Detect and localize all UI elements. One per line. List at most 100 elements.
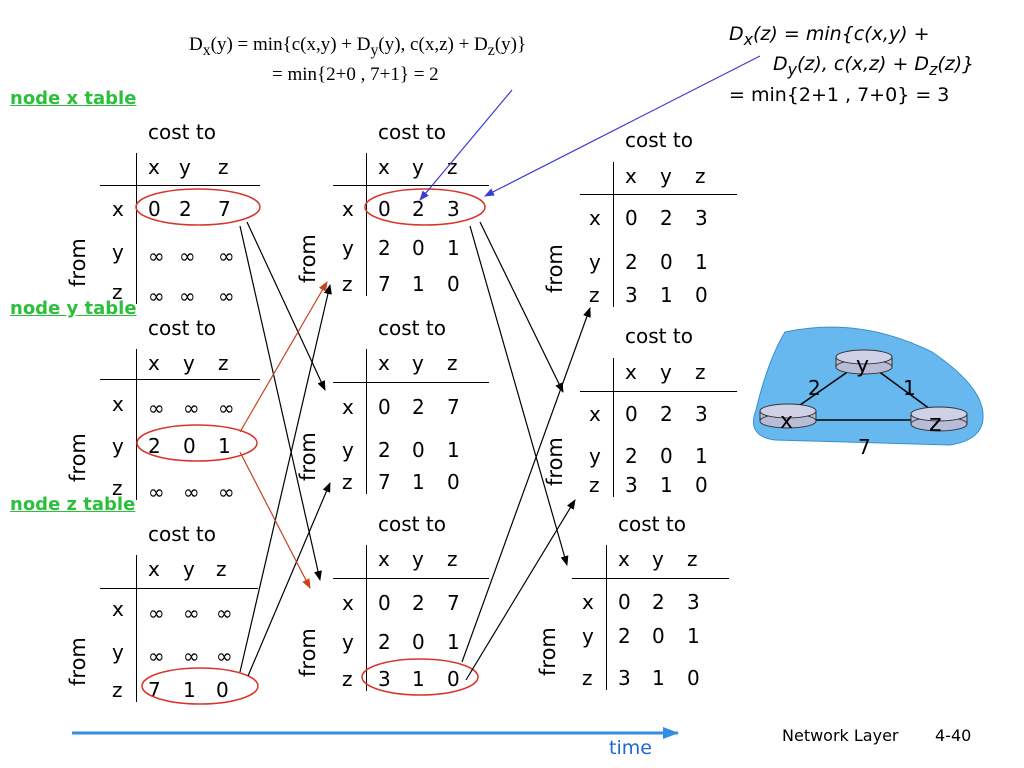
table-cell: 0 bbox=[625, 206, 638, 230]
column-header-z: z bbox=[218, 155, 229, 179]
table-cell: ∞ bbox=[148, 601, 165, 625]
table-cell: 0 bbox=[378, 591, 391, 615]
arrow-z2-to-x3 bbox=[461, 307, 591, 663]
table-cell: ∞ bbox=[179, 284, 196, 308]
row-label-z: z bbox=[112, 280, 123, 304]
row-label-z: z bbox=[589, 473, 600, 497]
table-horizontal-line bbox=[333, 578, 489, 579]
router-x-icon bbox=[759, 403, 817, 429]
column-header-z: z bbox=[216, 557, 227, 581]
column-header-y: y bbox=[652, 547, 664, 571]
table-cell: 0 bbox=[412, 236, 425, 260]
table-horizontal-line bbox=[100, 588, 258, 589]
table-vertical-line bbox=[366, 545, 367, 691]
table-cell: 3 bbox=[378, 667, 391, 691]
table-cell: 1 bbox=[660, 283, 673, 307]
table-cell: 7 bbox=[378, 470, 391, 494]
table-cell: ∞ bbox=[148, 396, 165, 420]
arrow-x2-to-y3 bbox=[479, 221, 564, 393]
table-cell: 0 bbox=[447, 470, 460, 494]
row-label-x: x bbox=[112, 392, 124, 416]
row-label-z: z bbox=[582, 666, 593, 690]
row-label-z: z bbox=[112, 476, 123, 500]
table-cell: 0 bbox=[447, 667, 460, 691]
table-cell: 1 bbox=[687, 624, 700, 648]
node-y-label: y bbox=[856, 353, 869, 378]
footer-title: Network Layer bbox=[782, 726, 899, 745]
table-cell: 3 bbox=[625, 283, 638, 307]
table-cell: 2 bbox=[412, 197, 425, 221]
table-cell: ∞ bbox=[218, 284, 235, 308]
column-header-x: x bbox=[378, 155, 390, 179]
table-cell: 1 bbox=[412, 667, 425, 691]
table-cell: 0 bbox=[687, 666, 700, 690]
column-header-x: x bbox=[625, 360, 637, 384]
cost-to-label: cost to bbox=[378, 512, 446, 536]
table-cell: 2 bbox=[378, 236, 391, 260]
equation-dy-line1: Dx(y) = min{c(x,y) + Dy(y), c(x,z) + Dz(… bbox=[189, 34, 527, 59]
column-header-x: x bbox=[148, 351, 160, 375]
edge-x-y-cost: 2 bbox=[808, 376, 821, 400]
table-cell: 0 bbox=[378, 197, 391, 221]
circle-x1-row bbox=[135, 188, 261, 226]
table-cell: 0 bbox=[447, 272, 460, 296]
table-cell: ∞ bbox=[183, 396, 200, 420]
table-cell: 7 bbox=[447, 395, 460, 419]
table-cell: 2 bbox=[179, 197, 192, 221]
column-header-x: x bbox=[378, 547, 390, 571]
table-vertical-line bbox=[136, 555, 137, 702]
row-label-y: y bbox=[342, 438, 354, 462]
edge-y-z bbox=[873, 367, 935, 413]
cost-to-label: cost to bbox=[148, 120, 216, 144]
table-cell: ∞ bbox=[183, 601, 200, 625]
table-cell: 2 bbox=[625, 250, 638, 274]
column-header-x: x bbox=[618, 547, 630, 571]
table-cell: 0 bbox=[183, 434, 196, 458]
arrow-z1-to-y2 bbox=[247, 482, 331, 677]
row-label-x: x bbox=[342, 395, 354, 419]
node-y-table-label: node y table bbox=[10, 298, 137, 319]
table-cell: 1 bbox=[660, 473, 673, 497]
row-label-y: y bbox=[112, 240, 124, 264]
table-cell: 1 bbox=[652, 666, 665, 690]
column-header-y: y bbox=[183, 557, 195, 581]
table-cell: 0 bbox=[216, 678, 229, 702]
table-cell: 2 bbox=[378, 630, 391, 654]
table-cell: 0 bbox=[695, 473, 708, 497]
pointer-dy-arrow bbox=[419, 89, 513, 201]
table-cell: ∞ bbox=[218, 396, 235, 420]
table-cell: 0 bbox=[625, 402, 638, 426]
cost-to-label: cost to bbox=[378, 120, 446, 144]
table-cell: ∞ bbox=[148, 644, 165, 668]
table-cell: 7 bbox=[447, 591, 460, 615]
cost-to-label: cost to bbox=[618, 512, 686, 536]
table-horizontal-line bbox=[333, 382, 489, 383]
table-horizontal-line bbox=[580, 391, 737, 392]
row-label-y: y bbox=[112, 434, 124, 458]
table-cell: 0 bbox=[148, 197, 161, 221]
table-cell: 0 bbox=[660, 444, 673, 468]
row-label-x: x bbox=[589, 206, 601, 230]
table-cell: 2 bbox=[625, 444, 638, 468]
table-cell: 2 bbox=[412, 591, 425, 615]
node-x-table-label: node x table bbox=[10, 88, 137, 109]
table-horizontal-line bbox=[580, 194, 737, 195]
router-z-icon bbox=[910, 406, 968, 432]
edge-y-z-cost: 1 bbox=[903, 376, 916, 400]
table-cell: 0 bbox=[695, 283, 708, 307]
table-vertical-line bbox=[366, 153, 367, 296]
table-cell: 7 bbox=[378, 272, 391, 296]
column-header-x: x bbox=[378, 351, 390, 375]
table-cell: 2 bbox=[652, 590, 665, 614]
router-y-icon bbox=[835, 349, 893, 375]
table-cell: ∞ bbox=[218, 244, 235, 268]
column-header-y: y bbox=[179, 155, 191, 179]
table-cell: 3 bbox=[695, 402, 708, 426]
table-cell: 3 bbox=[625, 473, 638, 497]
row-label-z: z bbox=[589, 283, 600, 307]
table-cell: 1 bbox=[447, 438, 460, 462]
table-cell: 1 bbox=[695, 250, 708, 274]
row-label-z: z bbox=[112, 678, 123, 702]
